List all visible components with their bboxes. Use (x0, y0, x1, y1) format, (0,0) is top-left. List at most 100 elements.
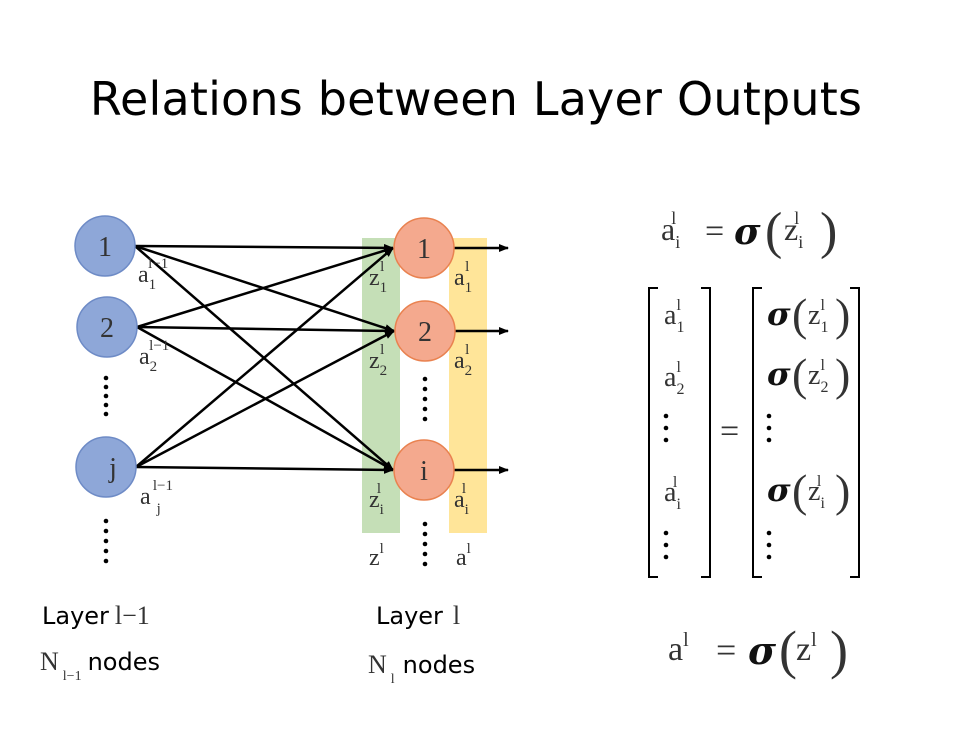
connection-edge (136, 325, 395, 335)
ellipsis-dot (103, 518, 109, 524)
ellipsis-dot (103, 548, 109, 554)
z-label: zil (369, 481, 384, 518)
layer-cur-count: Nlnodes (368, 650, 475, 687)
svg-text:σ: σ (734, 211, 761, 253)
ellipsis-dot (103, 411, 109, 417)
z-vector-label: zl (369, 541, 384, 571)
svg-text:2: 2 (100, 313, 114, 344)
ellipsis-dot (663, 413, 669, 419)
svg-text:j: j (108, 453, 117, 484)
prev-output-label: a2l−1 (139, 338, 169, 375)
svg-text:2: 2 (418, 317, 432, 348)
svg-text:ail: ail (664, 474, 681, 513)
a-label: a2l (454, 342, 472, 379)
matrix-rhs-entry: σ ( z2l ) (767, 349, 850, 400)
ellipsis-cur-upper (422, 376, 428, 422)
svg-text:): ) (835, 289, 850, 340)
ellipsis-dot (422, 386, 428, 392)
svg-text:i: i (420, 456, 428, 487)
ellipsis-dot (422, 376, 428, 382)
ellipsis-dot (422, 551, 428, 557)
ellipsis-dot (103, 402, 109, 408)
svg-text:=: = (720, 413, 739, 450)
svg-text:=: = (716, 630, 736, 670)
output-node: 1 (393, 217, 455, 279)
ellipsis-dot (663, 542, 669, 548)
scalar-equation: ail = σ ( zil ) (661, 203, 837, 260)
layer-prev-count: Nl−1nodes (40, 647, 160, 684)
matrix-equation: = a1l a2l ail σ ( z1l ) σ ( z2l ) σ ( zi… (648, 287, 860, 578)
z-label: z1l (369, 259, 387, 296)
ellipsis-cur-lower (422, 521, 428, 567)
left-bracket-close (701, 287, 711, 578)
svg-text:(: ( (779, 620, 797, 680)
svg-text:ail: ail (661, 208, 680, 252)
svg-text:1: 1 (417, 234, 431, 265)
input-node: j (75, 436, 137, 498)
svg-text:1: 1 (98, 232, 112, 263)
ellipsis-dot (766, 530, 772, 536)
ellipsis-dot (766, 425, 772, 431)
ellipsis-dot (103, 558, 109, 564)
connection-edge (134, 243, 394, 252)
prev-output-label: a1l−1 (138, 256, 168, 293)
ellipsis-dot (422, 541, 428, 547)
ellipsis-dot (663, 530, 669, 536)
svg-text:zl: zl (796, 629, 817, 668)
ellipsis-dot (663, 437, 669, 443)
ellipsis-dot (422, 416, 428, 422)
svg-text:z1l: z1l (808, 297, 828, 336)
a-band-highlight (449, 238, 487, 533)
matrix-rhs-vdots (766, 530, 772, 560)
svg-text:al: al (668, 629, 689, 668)
svg-text:=: = (705, 213, 724, 250)
svg-text:(: ( (792, 349, 807, 400)
svg-text:σ: σ (748, 628, 777, 673)
a-label: a1l (454, 259, 472, 296)
ellipsis-prev-lower (103, 518, 109, 564)
z-band-highlight (362, 238, 400, 533)
connection-edge (135, 247, 394, 468)
output-node: 2 (394, 300, 456, 362)
ellipsis-dot (422, 406, 428, 412)
matrix-rhs-vdots (766, 413, 772, 443)
ellipsis-dot (663, 425, 669, 431)
z-label: z2l (369, 342, 387, 379)
ellipsis-prev-upper (103, 375, 109, 417)
ellipsis-dot (663, 554, 669, 560)
ellipsis-dot (422, 521, 428, 527)
ellipsis-dot (103, 528, 109, 534)
svg-text:σ: σ (767, 355, 791, 393)
svg-text:(: ( (792, 465, 807, 516)
output-arrows (454, 244, 509, 474)
ellipsis-dot (103, 375, 109, 381)
ellipsis-dot (103, 384, 109, 390)
svg-text:): ) (835, 465, 850, 516)
a-label: ail (454, 481, 469, 518)
ellipsis-dot (766, 542, 772, 548)
svg-text:zil: zil (784, 208, 803, 252)
svg-text:): ) (830, 620, 848, 680)
svg-text:): ) (835, 349, 850, 400)
ellipsis-dot (422, 561, 428, 567)
svg-text:a2l: a2l (664, 359, 684, 398)
left-bracket-open (648, 287, 658, 578)
svg-text:a1l: a1l (664, 297, 684, 336)
svg-text:σ: σ (767, 471, 791, 509)
slide-title: Relations between Layer Outputs (89, 72, 863, 126)
matrix-lhs-vdots (663, 413, 669, 443)
matrix-rhs-entry: σ ( zil ) (767, 465, 850, 516)
ellipsis-dot (766, 413, 772, 419)
input-node: 2 (76, 296, 138, 358)
ellipsis-dot (422, 396, 428, 402)
output-node: i (393, 439, 455, 501)
svg-text:σ: σ (767, 295, 791, 333)
ellipsis-dot (103, 538, 109, 544)
ellipsis-dot (422, 531, 428, 537)
connection-edge (136, 246, 394, 329)
svg-text:z2l: z2l (808, 357, 828, 396)
ellipsis-dot (103, 393, 109, 399)
